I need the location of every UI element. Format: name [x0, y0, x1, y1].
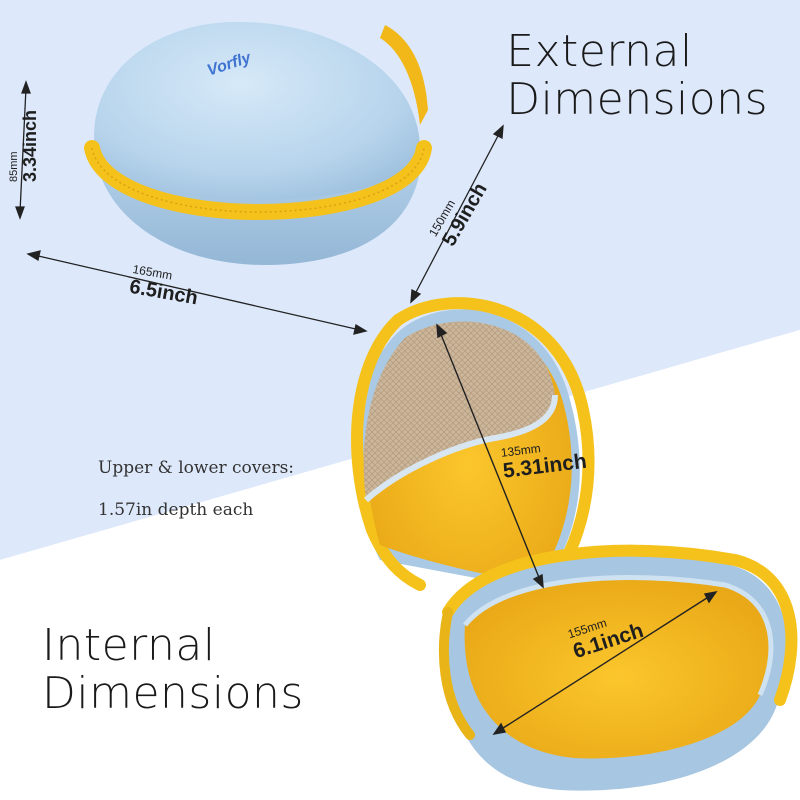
width-arrow	[26, 250, 368, 335]
depth-arrow	[410, 124, 504, 304]
external-dimensions-heading: External Dimensions	[506, 26, 768, 126]
internal-width-arrow	[492, 591, 718, 735]
base-zipper	[442, 544, 798, 706]
internal-height-arrow	[436, 323, 544, 589]
height-arrow	[15, 80, 31, 220]
handle-strap	[380, 25, 428, 125]
mesh-pocket-zipper	[364, 394, 558, 503]
heading-line: Internal	[42, 620, 216, 671]
cover-depth-note-line1: Upper & lower covers:	[98, 458, 295, 478]
height-mm: 85mm	[8, 151, 20, 182]
height-label: 85mm 3.34inch	[8, 110, 41, 182]
internal-dimensions-heading: Internal Dimensions	[42, 620, 304, 720]
case-top-shell	[94, 21, 420, 200]
heading-line: Dimensions	[506, 74, 768, 126]
height-inch: 3.34inch	[20, 109, 40, 182]
mesh-pocket	[363, 321, 555, 500]
heading-line: External	[506, 26, 693, 77]
cover-depth-note-line2: 1.57in depth each	[98, 500, 254, 520]
case-zipper	[84, 140, 432, 221]
base-interior	[464, 577, 771, 759]
heading-line: Dimensions	[42, 668, 304, 720]
